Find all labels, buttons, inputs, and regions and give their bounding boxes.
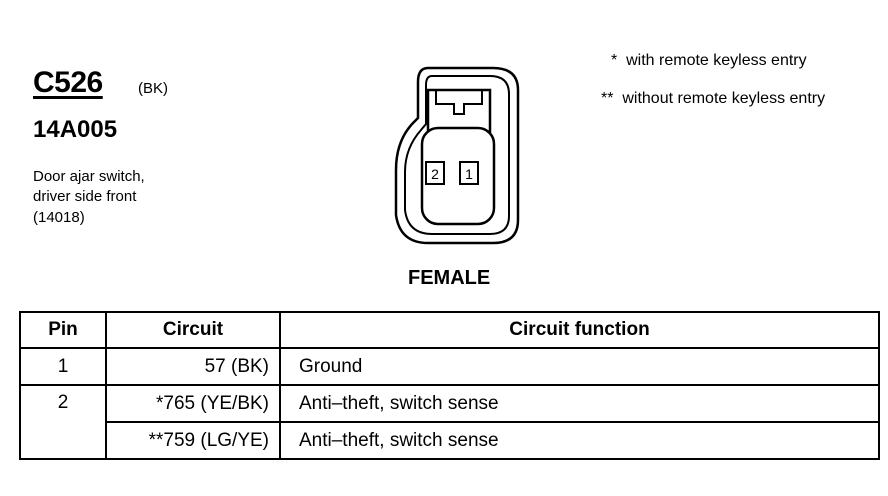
header-circuit-function: Circuit function	[279, 311, 880, 349]
table-row: 1 57 (BK) Ground	[19, 347, 880, 386]
connector-color: (BK)	[138, 80, 168, 97]
latch-tab	[435, 90, 483, 115]
pin-cell: 1	[19, 347, 107, 386]
table-header-row: Pin Circuit Circuit function	[19, 311, 880, 349]
header-circuit: Circuit	[105, 311, 281, 349]
description-line-1: Door ajar switch,	[33, 168, 145, 185]
legend-with-remote: * with remote keyless entry	[611, 52, 807, 69]
table-row: 2 *765 (YE/BK) Anti–theft, switch sense	[19, 384, 880, 460]
pin-cavity-body	[420, 126, 496, 226]
pin-1-label: 1	[465, 166, 473, 182]
pin-table: Pin Circuit Circuit function 1 57 (BK) G…	[19, 311, 880, 460]
connector-id: C526	[33, 66, 103, 99]
part-number: 14A005	[33, 116, 118, 143]
description-line-2: driver side front	[33, 188, 137, 205]
circuit-cell: **759 (LG/YE)	[105, 421, 281, 460]
function-cell: Ground	[279, 347, 880, 386]
pin-1-box	[459, 161, 479, 185]
circuit-cell: 57 (BK)	[105, 347, 281, 386]
pin-cell: 2	[19, 384, 107, 460]
header-pin: Pin	[19, 311, 107, 349]
pin-2-label: 2	[431, 166, 439, 182]
connector-inner-shell	[404, 75, 510, 235]
table-row: **759 (LG/YE) Anti–theft, switch sense	[20, 421, 880, 460]
function-cell: Anti–theft, switch sense	[279, 384, 880, 423]
view-label: FEMALE	[408, 267, 491, 289]
connector-face-diagram: 2 1	[394, 66, 520, 245]
legend-without-remote: ** without remote keyless entry	[601, 90, 826, 107]
function-cell: Anti–theft, switch sense	[279, 421, 880, 460]
connector-outer-shell	[394, 66, 520, 245]
description-line-3: (14018)	[33, 209, 85, 226]
circuit-cell: *765 (YE/BK)	[105, 384, 281, 423]
pin-2-box	[425, 161, 445, 185]
